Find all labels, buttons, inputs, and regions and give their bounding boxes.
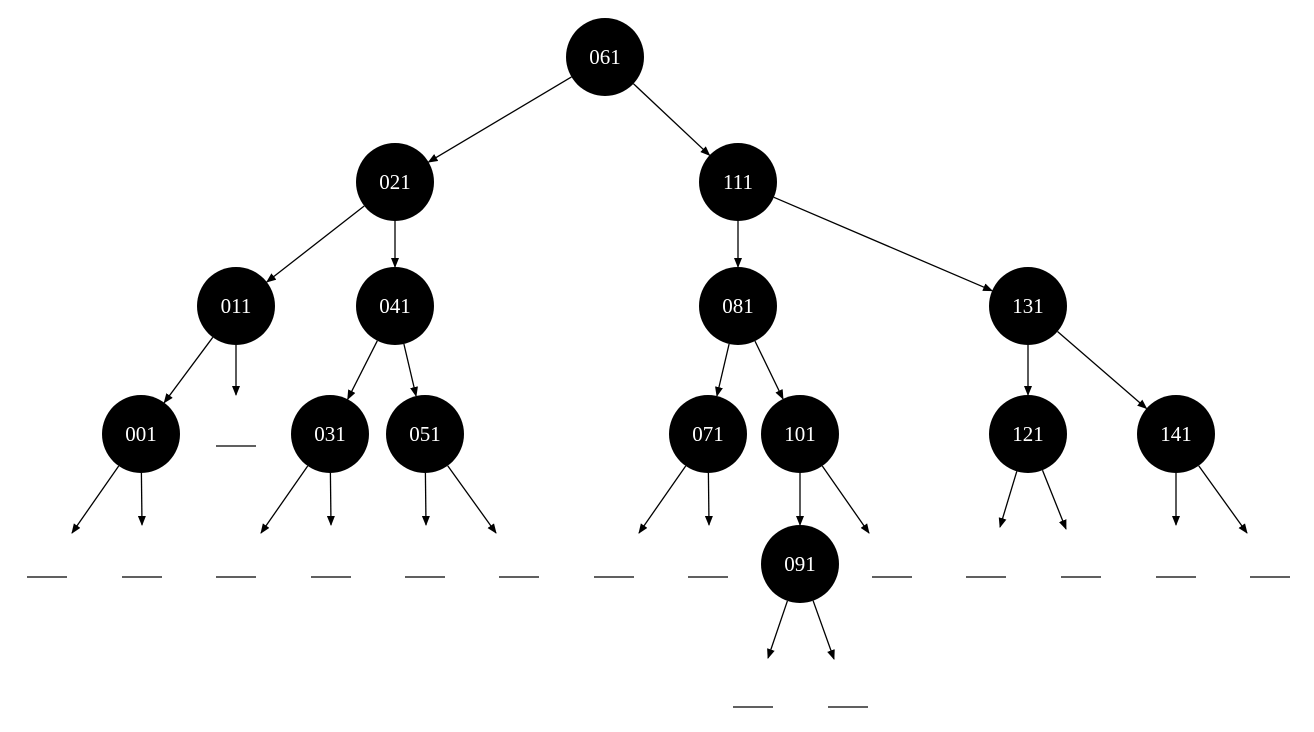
edge-031-to-ull-031-right <box>326 472 335 526</box>
edge-071-to-ull-071-right <box>704 472 713 526</box>
tree-node-041: 041 <box>356 267 434 345</box>
tree-node-111: 111 <box>699 143 777 221</box>
node-circle <box>989 267 1067 345</box>
tree-node-021: 021 <box>356 143 434 221</box>
node-label: 041 <box>379 294 411 318</box>
edge-031-to-ull-031-left <box>260 465 309 534</box>
edge-101-to-ull-101-right <box>821 465 870 534</box>
node-circle <box>102 395 180 473</box>
node-circle <box>566 18 644 96</box>
node-label: 141 <box>1160 422 1192 446</box>
null-leaves-layer <box>27 445 1290 708</box>
node-label: 111 <box>723 170 753 194</box>
node-circle <box>699 267 777 345</box>
edge-111-to-131 <box>773 196 994 292</box>
node-label: 031 <box>314 422 346 446</box>
node-circle <box>386 395 464 473</box>
tree-node-001: 001 <box>102 395 180 473</box>
node-circle <box>356 267 434 345</box>
nodes-layer: 061 021 111 011 041 081 131 001 031 051 071 101 121 1… <box>102 18 1215 603</box>
node-circle <box>356 143 434 221</box>
node-circle <box>669 395 747 473</box>
edge-051-to-ull-051-left <box>421 472 430 526</box>
node-label: 071 <box>692 422 724 446</box>
tree-node-031: 031 <box>291 395 369 473</box>
tree-node-051: 051 <box>386 395 464 473</box>
tree-node-091: 091 <box>761 525 839 603</box>
edge-081-to-101 <box>754 340 784 400</box>
tree-node-081: 081 <box>699 267 777 345</box>
tree-node-061: 061 <box>566 18 644 96</box>
node-circle <box>761 395 839 473</box>
node-circle <box>1137 395 1215 473</box>
node-label: 021 <box>379 170 411 194</box>
edge-131-to-141 <box>1057 331 1148 410</box>
edge-041-to-031 <box>347 340 378 401</box>
edge-041-to-051 <box>403 343 418 397</box>
edge-121-to-ull-121-right <box>1041 469 1067 530</box>
tree-node-131: 131 <box>989 267 1067 345</box>
tree-node-071: 071 <box>669 395 747 473</box>
node-label: 081 <box>722 294 754 318</box>
node-label: 091 <box>784 552 816 576</box>
node-circle <box>291 395 369 473</box>
edge-091-to-ull-091-right <box>812 600 835 660</box>
edge-081-to-071 <box>715 343 730 397</box>
node-label: 001 <box>125 422 157 446</box>
node-label: 061 <box>589 45 621 69</box>
node-label: 101 <box>784 422 816 446</box>
node-circle <box>989 395 1067 473</box>
node-circle <box>197 267 275 345</box>
tree-node-101: 101 <box>761 395 839 473</box>
edge-021-to-011 <box>266 205 365 283</box>
edge-011-to-001 <box>163 336 214 404</box>
node-label: 011 <box>221 294 252 318</box>
edge-061-to-111 <box>632 83 711 156</box>
edges-layer <box>71 76 1248 660</box>
edge-051-to-ull-051-right <box>447 465 497 534</box>
edge-141-to-ull-141-right <box>1198 465 1248 534</box>
edge-001-to-ull-001-left <box>71 465 120 534</box>
edge-121-to-ull-121-left <box>998 471 1018 528</box>
tree-node-121: 121 <box>989 395 1067 473</box>
node-label: 051 <box>409 422 441 446</box>
tree-node-141: 141 <box>1137 395 1215 473</box>
tree-node-011: 011 <box>197 267 275 345</box>
node-circle <box>761 525 839 603</box>
node-circle <box>699 143 777 221</box>
node-label: 121 <box>1012 422 1044 446</box>
edge-061-to-021 <box>427 76 572 163</box>
edge-001-to-ull-001-right <box>137 472 146 526</box>
node-label: 131 <box>1012 294 1044 318</box>
edge-071-to-ull-071-left <box>638 465 687 534</box>
edge-091-to-ull-091-left <box>767 600 789 659</box>
